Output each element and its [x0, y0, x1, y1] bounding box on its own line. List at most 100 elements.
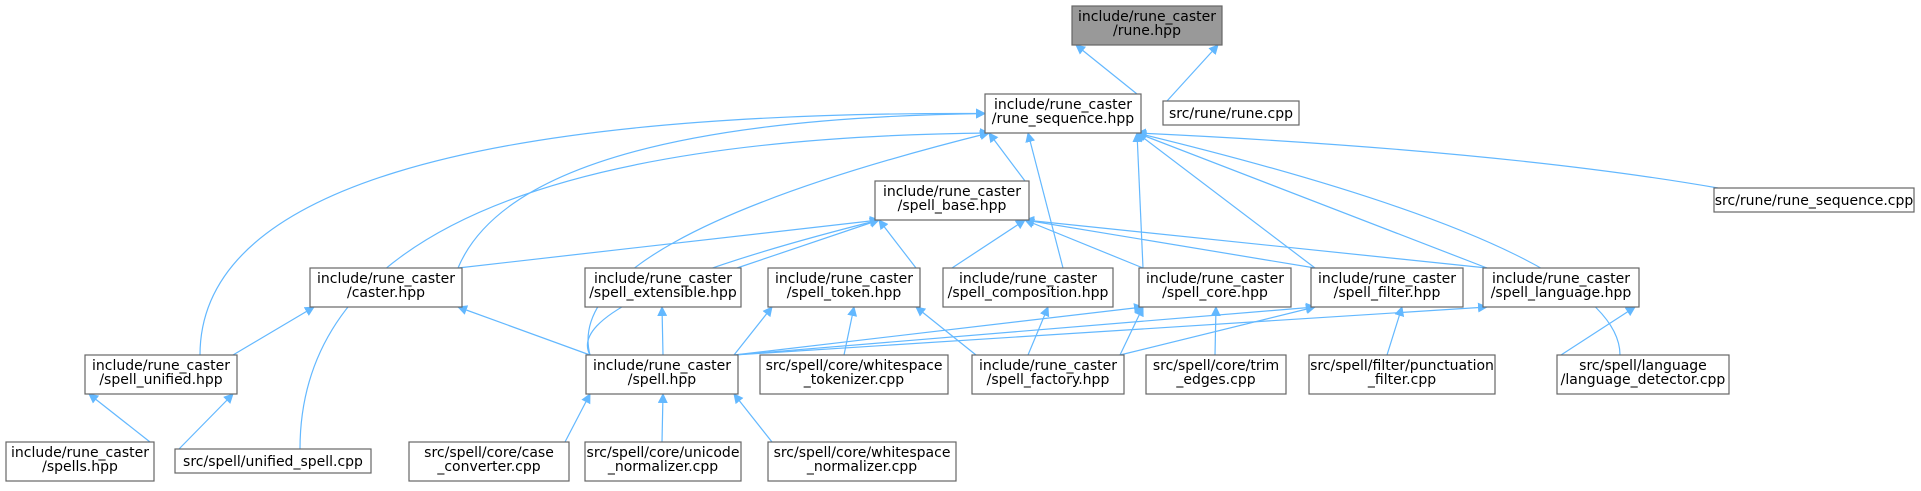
node-box	[309, 267, 463, 308]
edge-spell-factory-hpp-to-spell-token-hpp	[915, 306, 977, 356]
node-spell-composition-hpp[interactable]: include/rune_caster/spell_composition.hp…	[942, 267, 1114, 308]
edge-spell-composition-hpp-to-rune-sequence-hpp	[1025, 132, 1064, 269]
edge-spell-filter-hpp-to-spell-base-hpp	[1024, 216, 1316, 269]
node-punctuation-filter-cpp[interactable]: src/spell/filter/punctuation_filter.cpp	[1308, 354, 1496, 395]
edge-language-detector-cpp-to-spell-language-hpp	[1560, 306, 1636, 356]
node-label-line: src/spell/core/case	[424, 445, 554, 461]
edge-spell-core-hpp-to-spell-base-hpp	[1024, 218, 1144, 269]
edge-whitespace-tokenizer-cpp-to-spell-token-hpp	[843, 306, 858, 356]
edge-case-converter-cpp-to-spell-hpp	[564, 393, 591, 443]
node-whitespace-normalizer-cpp[interactable]: src/spell/core/whitespace_normalizer.cpp	[767, 441, 957, 482]
node-rune-sequence-hpp[interactable]: include/rune_caster/rune_sequence.hpp	[984, 93, 1142, 134]
edge-unicode-normalizer-cpp-to-spell-hpp	[657, 393, 668, 443]
node-label-line: _filter.cpp	[1367, 372, 1436, 388]
node-label-line: include/rune_caster	[1146, 271, 1284, 287]
edge-rune-cpp-to-rune-hpp	[1166, 44, 1219, 102]
node-spell-base-hpp[interactable]: include/rune_caster/spell_base.hpp	[874, 180, 1030, 221]
node-label-line: /spells.hpp	[42, 459, 118, 475]
node-label-line: _tokenizer.cpp	[803, 372, 905, 388]
edge-spell-factory-hpp-to-spell-composition-hpp	[1027, 306, 1050, 356]
edge-rune-sequence-cpp-to-rune-sequence-hpp	[1136, 128, 1719, 189]
node-label-line: include/rune_caster	[1318, 271, 1456, 287]
edges-layer	[88, 44, 1719, 450]
node-box	[1138, 267, 1292, 308]
node-label-line: /rune_sequence.hpp	[992, 111, 1135, 127]
node-spell-factory-hpp[interactable]: include/rune_caster/spell_factory.hpp	[971, 354, 1125, 395]
node-label-line: /spell_base.hpp	[898, 198, 1007, 214]
node-caster-hpp[interactable]: include/rune_caster/caster.hpp	[309, 267, 463, 308]
node-box	[585, 354, 739, 395]
node-label-line: include/rune_caster	[979, 358, 1117, 374]
node-spell-token-hpp[interactable]: include/rune_caster/spell_token.hpp	[767, 267, 921, 308]
node-label-line: include/rune_caster	[775, 271, 913, 287]
node-label-line: /spell_token.hpp	[787, 285, 902, 301]
node-box	[584, 267, 742, 308]
edge-language-detector-cpp-to-rune-sequence-hpp	[1136, 130, 1621, 356]
node-box	[1071, 5, 1223, 46]
edge-spell-language-hpp-to-rune-sequence-hpp	[1136, 131, 1488, 269]
node-unified-spell-cpp[interactable]: src/spell/unified_spell.cpp	[174, 448, 372, 474]
node-label-line: include/rune_caster	[959, 271, 1097, 287]
node-trim-edges-cpp[interactable]: src/spell/core/trim_edges.cpp	[1145, 354, 1287, 395]
edge-spell-hpp-to-rune-sequence-hpp	[587, 130, 990, 356]
node-spell-core-hpp[interactable]: include/rune_caster/spell_core.hpp	[1138, 267, 1292, 308]
node-box	[1482, 267, 1640, 308]
node-label-line: src/rune/rune.cpp	[1169, 106, 1293, 122]
node-label-line: src/spell/core/whitespace	[766, 358, 943, 374]
edge-spell-unified-hpp-to-rune-sequence-hpp	[199, 108, 986, 356]
node-label-line: include/rune_caster	[593, 358, 731, 374]
node-label-line: src/spell/filter/punctuation	[1310, 358, 1494, 374]
node-language-detector-cpp[interactable]: src/spell/language/language_detector.cpp	[1556, 354, 1730, 395]
node-case-converter-cpp[interactable]: src/spell/core/case_converter.cpp	[408, 441, 570, 482]
edge-spell-base-hpp-to-rune-sequence-hpp	[988, 132, 1026, 182]
node-label-line: include/rune_caster	[883, 184, 1021, 200]
edge-unified-spell-cpp-to-spell-unified-hpp	[178, 393, 234, 450]
node-unicode-normalizer-cpp[interactable]: src/spell/core/unicode_normalizer.cpp	[584, 441, 742, 482]
node-label-line: include/rune_caster	[317, 271, 455, 287]
node-rune-cpp[interactable]: src/rune/rune.cpp	[1162, 100, 1300, 126]
node-box	[874, 180, 1030, 221]
node-box	[1145, 354, 1287, 395]
node-whitespace-tokenizer-cpp[interactable]: src/spell/core/whitespace_tokenizer.cpp	[759, 354, 949, 395]
edge-caster-hpp-to-spell-base-hpp	[457, 216, 880, 269]
edge-whitespace-normalizer-cpp-to-spell-hpp	[733, 393, 773, 443]
edge-spell-unified-hpp-to-caster-hpp	[232, 306, 315, 356]
edge-spell-hpp-to-spell-extensible-hpp	[657, 306, 668, 356]
node-box	[5, 441, 155, 482]
node-label-line: _normalizer.cpp	[607, 459, 718, 475]
edge-punctuation-filter-cpp-to-spell-filter-hpp	[1386, 306, 1405, 356]
node-box	[767, 267, 921, 308]
edge-spell-hpp-to-spell-token-hpp	[733, 306, 773, 356]
edge-spell-factory-hpp-to-spell-core-hpp	[1119, 306, 1144, 356]
node-label-line: /spell_language.hpp	[1491, 285, 1632, 301]
edge-spell-filter-hpp-to-rune-sequence-hpp	[1136, 132, 1316, 269]
node-rune-sequence-cpp[interactable]: src/rune/rune_sequence.cpp	[1713, 187, 1915, 213]
node-label-line: src/rune/rune_sequence.cpp	[1715, 193, 1914, 209]
edge-spell-hpp-to-spell-core-hpp	[733, 303, 1144, 356]
node-box	[942, 267, 1114, 308]
node-spell-extensible-hpp[interactable]: include/rune_caster/spell_extensible.hpp	[584, 267, 742, 308]
node-label-line: /spell_composition.hpp	[948, 285, 1109, 301]
node-box	[759, 354, 949, 395]
node-rune-hpp[interactable]: include/rune_caster/rune.hpp	[1071, 5, 1223, 46]
node-box	[1310, 267, 1464, 308]
node-spell-hpp[interactable]: include/rune_caster/spell.hpp	[585, 354, 739, 395]
node-label-line: include/rune_caster	[1492, 271, 1630, 287]
node-label-line: src/spell/language	[1579, 358, 1707, 374]
node-label-line: _normalizer.cpp	[806, 459, 917, 475]
node-label-line: /spell_extensible.hpp	[589, 285, 737, 301]
node-label-line: /spell.hpp	[628, 372, 697, 388]
node-label-line: /language_detector.cpp	[1561, 372, 1726, 388]
node-spell-filter-hpp[interactable]: include/rune_caster/spell_filter.hpp	[1310, 267, 1464, 308]
node-box	[174, 448, 372, 474]
node-spell-language-hpp[interactable]: include/rune_caster/spell_language.hpp	[1482, 267, 1640, 308]
node-label-line: _edges.cpp	[1175, 372, 1255, 388]
node-label-line: include/rune_caster	[11, 445, 149, 461]
node-label-line: /spell_factory.hpp	[987, 372, 1110, 388]
node-label-line: /spell_unified.hpp	[99, 372, 222, 388]
node-spells-hpp[interactable]: include/rune_caster/spells.hpp	[5, 441, 155, 482]
node-spell-unified-hpp[interactable]: include/rune_caster/spell_unified.hpp	[84, 354, 238, 395]
node-box	[408, 441, 570, 482]
nodes-layer: include/rune_caster/rune.hpp include/rune…	[5, 5, 1915, 482]
edge-spell-hpp-to-spell-language-hpp	[733, 302, 1488, 356]
